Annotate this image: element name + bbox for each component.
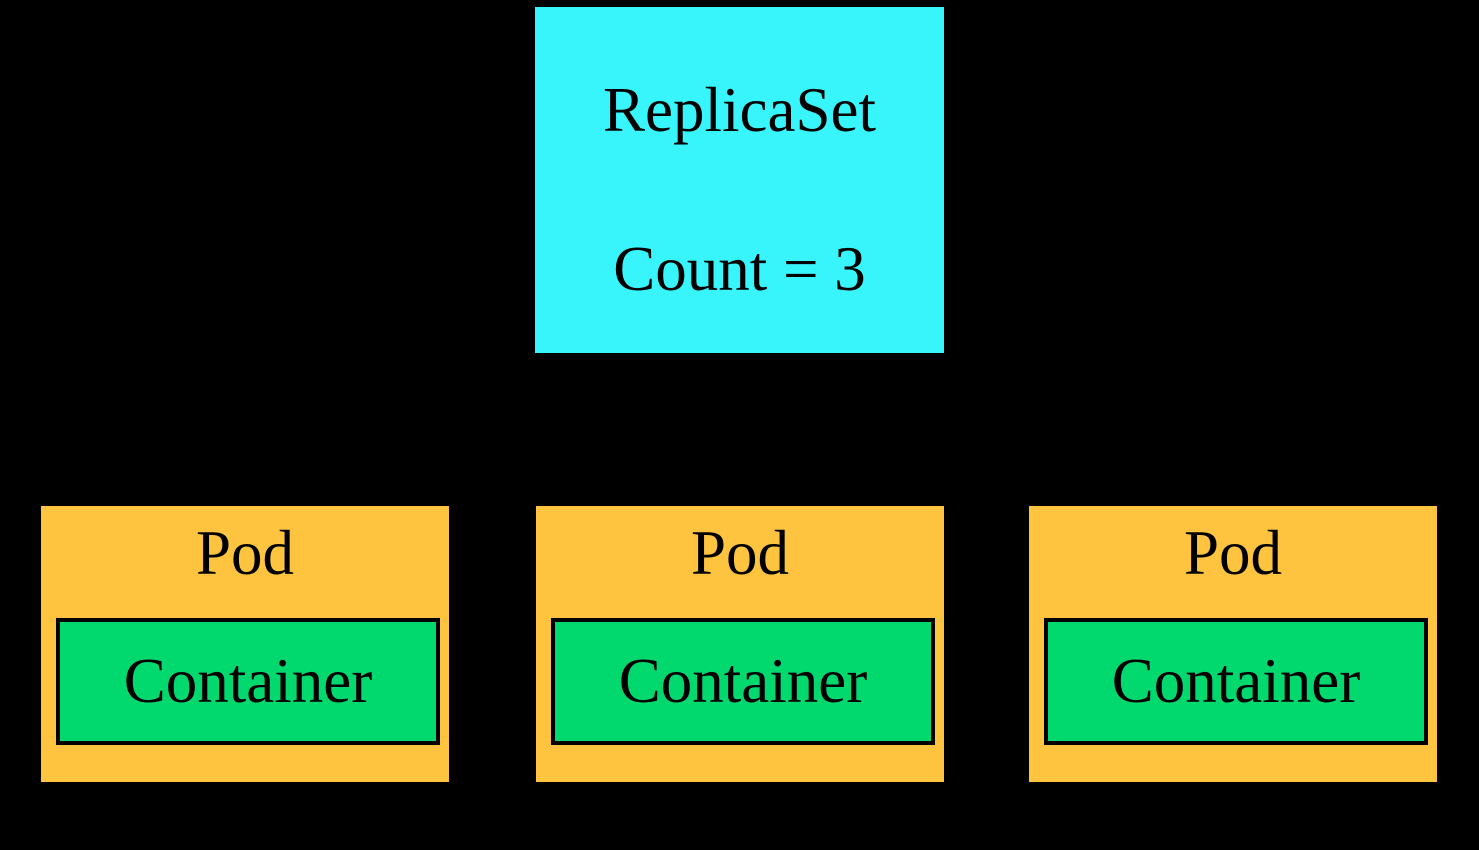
- container-box-3: Container: [1044, 618, 1428, 745]
- replicaset-count-label: Count = 3: [613, 234, 866, 304]
- pod-box-2: Pod Container: [533, 503, 947, 785]
- container-label: Container: [618, 646, 868, 716]
- container-box-1: Container: [56, 618, 440, 745]
- container-label: Container: [123, 646, 373, 716]
- container-box-2: Container: [551, 618, 935, 745]
- replicaset-box: ReplicaSet Count = 3: [532, 4, 947, 356]
- replicaset-label: ReplicaSet: [603, 75, 876, 145]
- pod-label: Pod: [690, 518, 790, 588]
- container-label: Container: [1111, 646, 1361, 716]
- pod-box-3: Pod Container: [1026, 503, 1440, 785]
- pod-label: Pod: [1183, 518, 1283, 588]
- pod-label: Pod: [195, 518, 295, 588]
- pod-box-1: Pod Container: [38, 503, 452, 785]
